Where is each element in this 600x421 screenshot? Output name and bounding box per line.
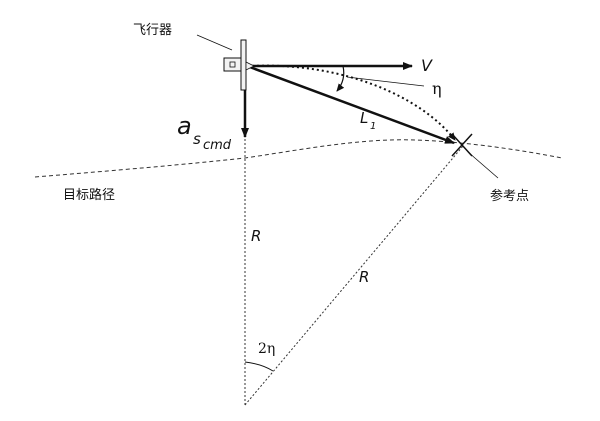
aircraft-leader-line xyxy=(196,34,233,51)
velocity-label: V xyxy=(421,56,433,75)
aircraft-label: 飞行器 xyxy=(133,23,172,38)
radius-line-diagonal xyxy=(244,145,464,406)
center-angle-label: 2η xyxy=(258,341,275,357)
eta-label: η xyxy=(432,79,442,98)
acceleration-label-main: a xyxy=(177,112,192,140)
acceleration-label-sub2: cmd xyxy=(203,138,232,153)
flight-arc-dotted xyxy=(251,64,456,141)
target-path-label: 目标路径 xyxy=(63,187,115,203)
aircraft-icon xyxy=(223,39,255,91)
l1-label: L 1 xyxy=(360,109,376,132)
target-path-curve xyxy=(34,139,563,178)
center-angle-arc xyxy=(244,361,274,372)
l1-arrow xyxy=(246,64,455,145)
l1-label-sub: 1 xyxy=(370,121,376,132)
eta-angle-arc xyxy=(336,65,345,92)
eta-leader-line xyxy=(346,76,425,87)
radius-label-left: R xyxy=(251,227,261,245)
l1-label-main: L xyxy=(360,109,368,127)
radius-label-right: R xyxy=(359,268,369,286)
reference-point-label: 参考点 xyxy=(490,188,529,204)
reference-point-leader-line xyxy=(467,151,499,179)
acceleration-label: a s cmd xyxy=(177,112,232,153)
acceleration-label-sub1: s xyxy=(193,130,201,148)
